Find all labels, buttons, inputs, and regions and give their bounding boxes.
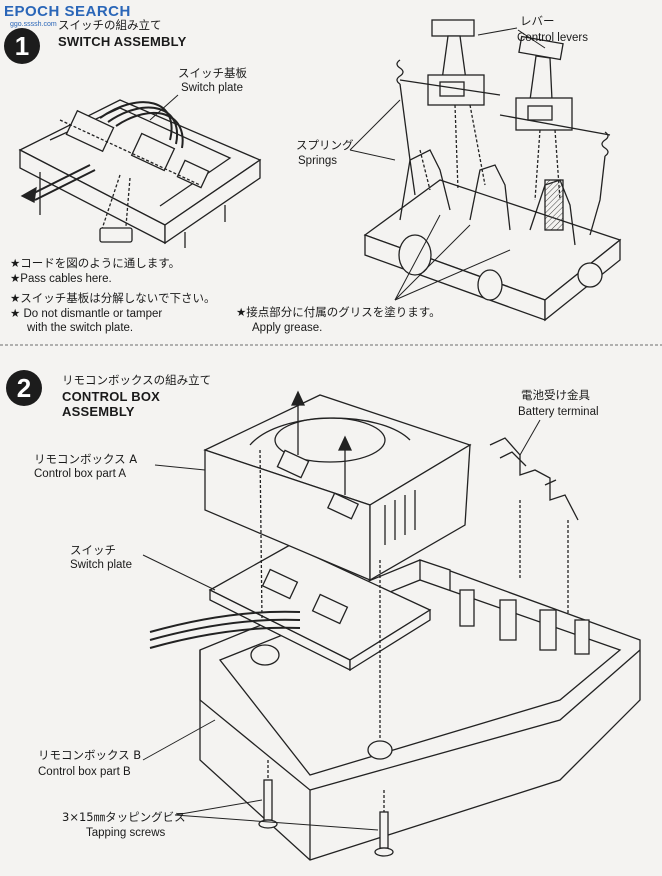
step-2-title-jp: リモコンボックスの組み立て — [62, 373, 212, 387]
switch-plate-label-en: Switch plate — [181, 82, 244, 94]
step-1-title-jp: スイッチの組み立て — [58, 18, 162, 32]
switch-label-en: Switch plate — [70, 559, 133, 571]
switch-plate-label-jp: スイッチ基板 — [178, 66, 247, 80]
step-2-title-en-1: CONTROL BOX — [62, 389, 161, 404]
switch-plate-drawing — [18, 99, 262, 248]
note-pass-cables-jp: ★コードを図のように通します。 — [10, 256, 181, 270]
screws-label-jp: 3×15㎜タッピングビス — [62, 810, 186, 824]
note-pass-cables-en: ★Pass cables here. — [10, 273, 112, 285]
note-grease-jp: ★接点部分に付属のグリスを塗ります。 — [236, 305, 441, 319]
box-a-label-jp: リモコンボックス A — [34, 452, 138, 466]
control-levers-label-jp: レバー — [520, 14, 555, 28]
step-2-badge: 2 — [6, 370, 42, 406]
watermark-logo: EPOCH SEARCH — [4, 3, 131, 20]
control-levers-label-en: Control levers — [517, 32, 588, 44]
battery-terminal-label-en: Battery terminal — [518, 406, 599, 418]
note-do-not-dismantle-en-1: ★ Do not dismantle or tamper — [10, 308, 163, 320]
step-1-title-en: SWITCH ASSEMBLY — [58, 34, 187, 49]
step-1-badge: 1 — [4, 28, 40, 64]
screws-label-en: Tapping screws — [86, 827, 166, 839]
note-grease-en: Apply grease. — [252, 322, 323, 334]
note-do-not-dismantle-jp: ★スイッチ基板は分解しないで下さい。 — [10, 291, 216, 305]
springs-label-en: Springs — [298, 155, 337, 167]
watermark-sub: ggo.ssssh.com — [10, 21, 57, 28]
springs-label-jp: スプリング — [296, 138, 354, 152]
step-2-title-en-2: ASSEMBLY — [62, 404, 135, 419]
lever-base-drawing — [363, 19, 622, 322]
box-b-label-en: Control box part B — [38, 766, 131, 778]
battery-terminal-label-jp: 電池受け金具 — [521, 388, 590, 402]
control-box-drawing — [149, 390, 641, 861]
note-do-not-dismantle-en-2: with the switch plate. — [27, 322, 134, 334]
box-b-label-jp: リモコンボックス B — [38, 748, 142, 762]
box-a-label-en: Control box part A — [34, 468, 127, 480]
switch-label-jp: スイッチ — [70, 543, 116, 557]
